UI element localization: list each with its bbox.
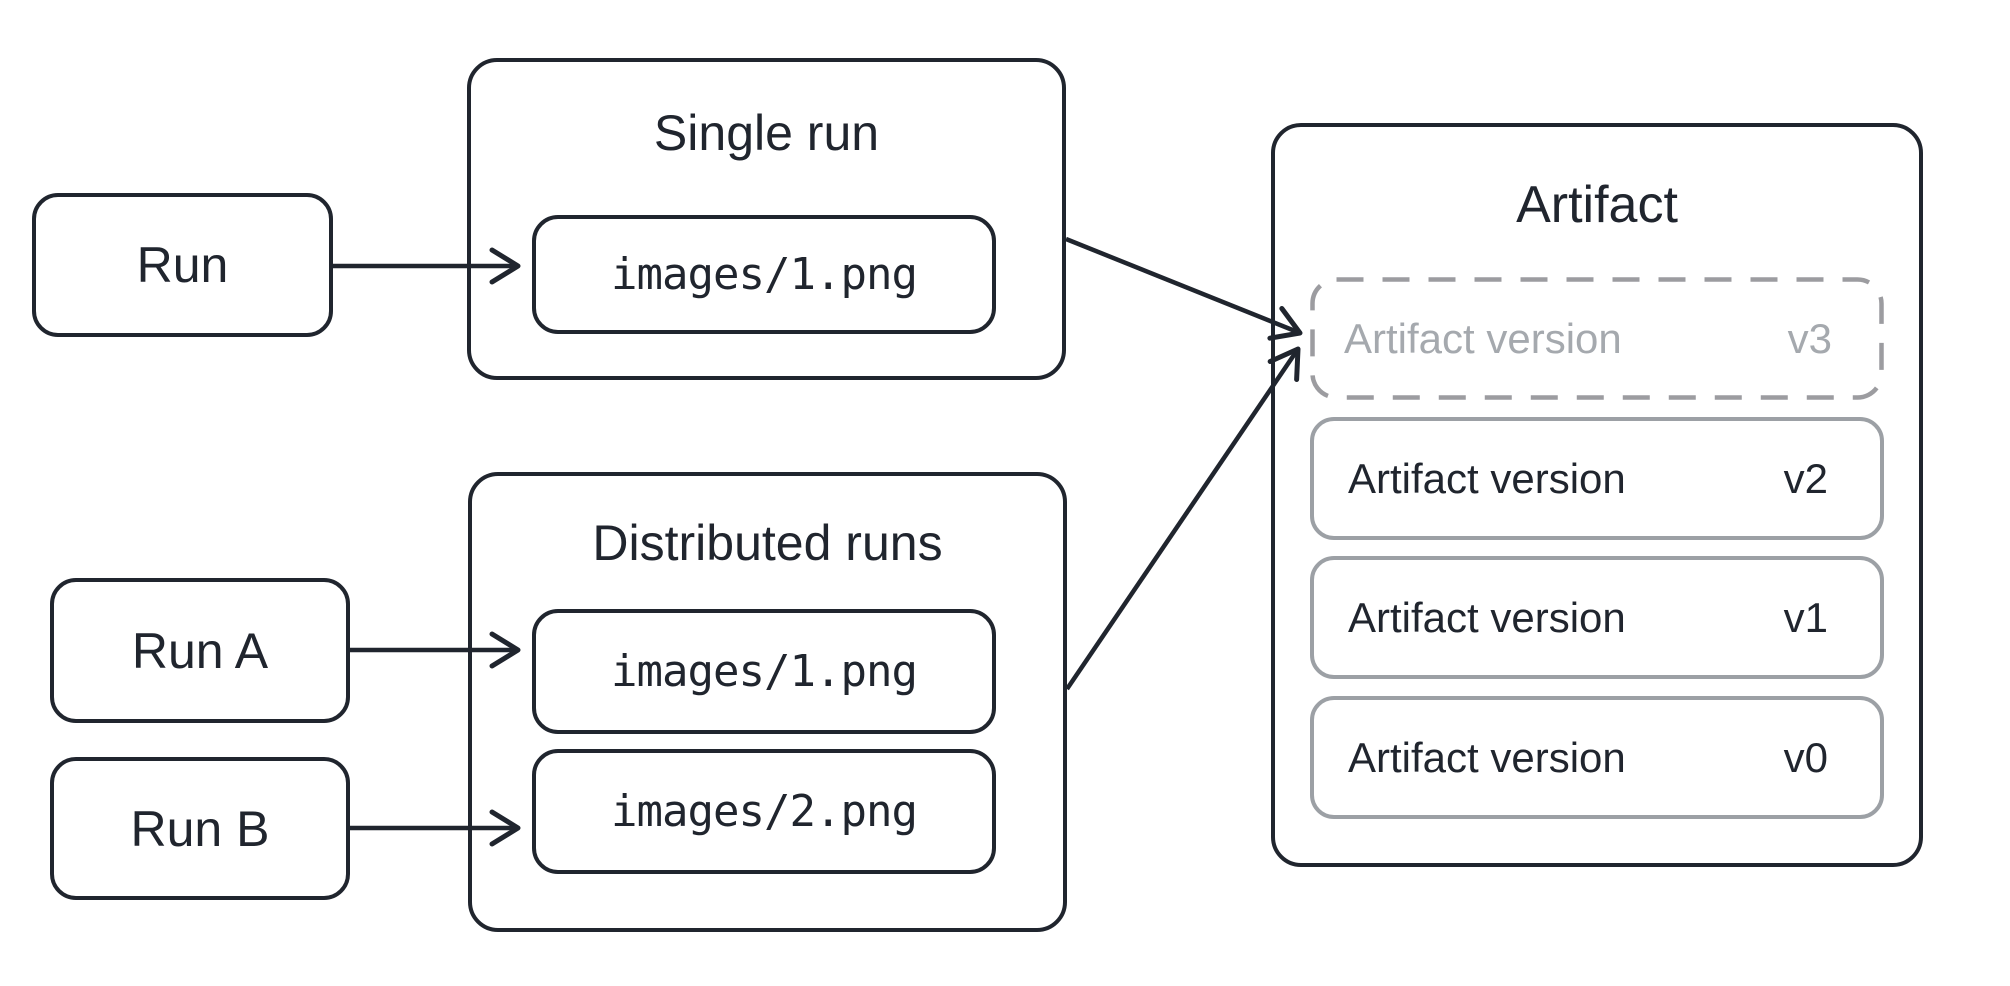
- artifact-version-row-v2: Artifact version v2: [1310, 417, 1884, 540]
- run-a-node: Run A: [50, 578, 350, 723]
- run-node: Run: [32, 193, 333, 337]
- version-number: v0: [1783, 733, 1828, 781]
- single-run-file-box: images/1.png: [532, 215, 996, 334]
- run-label: Run: [136, 237, 229, 293]
- version-number: v1: [1783, 593, 1828, 641]
- run-b-node: Run B: [50, 757, 350, 900]
- single-run-group: Single run images/1.png: [467, 58, 1066, 380]
- artifact-title: Artifact: [1516, 176, 1678, 234]
- version-label: Artifact version: [1348, 733, 1626, 781]
- distributed-runs-group: Distributed runs images/1.png images/2.p…: [468, 472, 1067, 932]
- arrow-single-run-to-artifact-v3: [1065, 236, 1303, 341]
- artifact-group: Artifact Artifact version v3 Artifact ve…: [1271, 123, 1923, 867]
- distributed-file-box-1: images/1.png: [532, 609, 996, 734]
- distributed-file-box-2: images/2.png: [532, 749, 996, 874]
- arrow-distributed-runs-to-artifact-v3: [1065, 346, 1301, 691]
- version-number: v2: [1783, 454, 1828, 502]
- single-run-title: Single run: [653, 105, 880, 161]
- artifact-version-row-v0: Artifact version v0: [1310, 696, 1884, 819]
- artifact-version-row-v1: Artifact version v1: [1310, 556, 1884, 679]
- run-b-label: Run B: [130, 800, 270, 857]
- distributed-runs-title: Distributed runs: [592, 515, 943, 571]
- version-label: Artifact version: [1344, 314, 1622, 362]
- artifact-version-row-v3: Artifact version v3: [1310, 277, 1884, 400]
- version-label: Artifact version: [1348, 454, 1626, 502]
- run-a-label: Run A: [131, 622, 269, 679]
- version-label: Artifact version: [1348, 593, 1626, 641]
- version-number: v3: [1787, 314, 1832, 362]
